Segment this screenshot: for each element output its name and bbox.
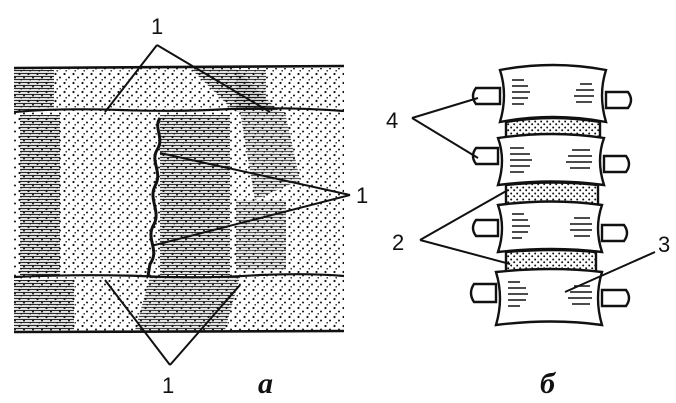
vertebra-2 (471, 132, 631, 187)
panel-letter-a: а (258, 367, 273, 400)
label-1-top: 1 (151, 14, 163, 39)
vertebra-4 (469, 267, 631, 327)
panel-b-drawing (469, 63, 633, 327)
panel-a-leaders (104, 44, 351, 366)
panel-b-shading (508, 79, 594, 307)
label-4: 4 (386, 108, 398, 133)
panel-a-drawing (13, 64, 345, 334)
label-3: 3 (658, 232, 670, 257)
label-2: 2 (392, 230, 404, 255)
panel-a-middle-band (14, 112, 344, 277)
label-1-bottom: 1 (162, 373, 174, 398)
vertebra-3 (471, 200, 629, 254)
panel-a-bottom-band (14, 277, 344, 332)
vertebra-1 (471, 63, 633, 124)
label-1-right: 1 (356, 183, 368, 208)
panel-a-top-band (14, 68, 344, 112)
panel-letter-b: б (540, 367, 556, 400)
panel-b-leaders (411, 97, 656, 293)
